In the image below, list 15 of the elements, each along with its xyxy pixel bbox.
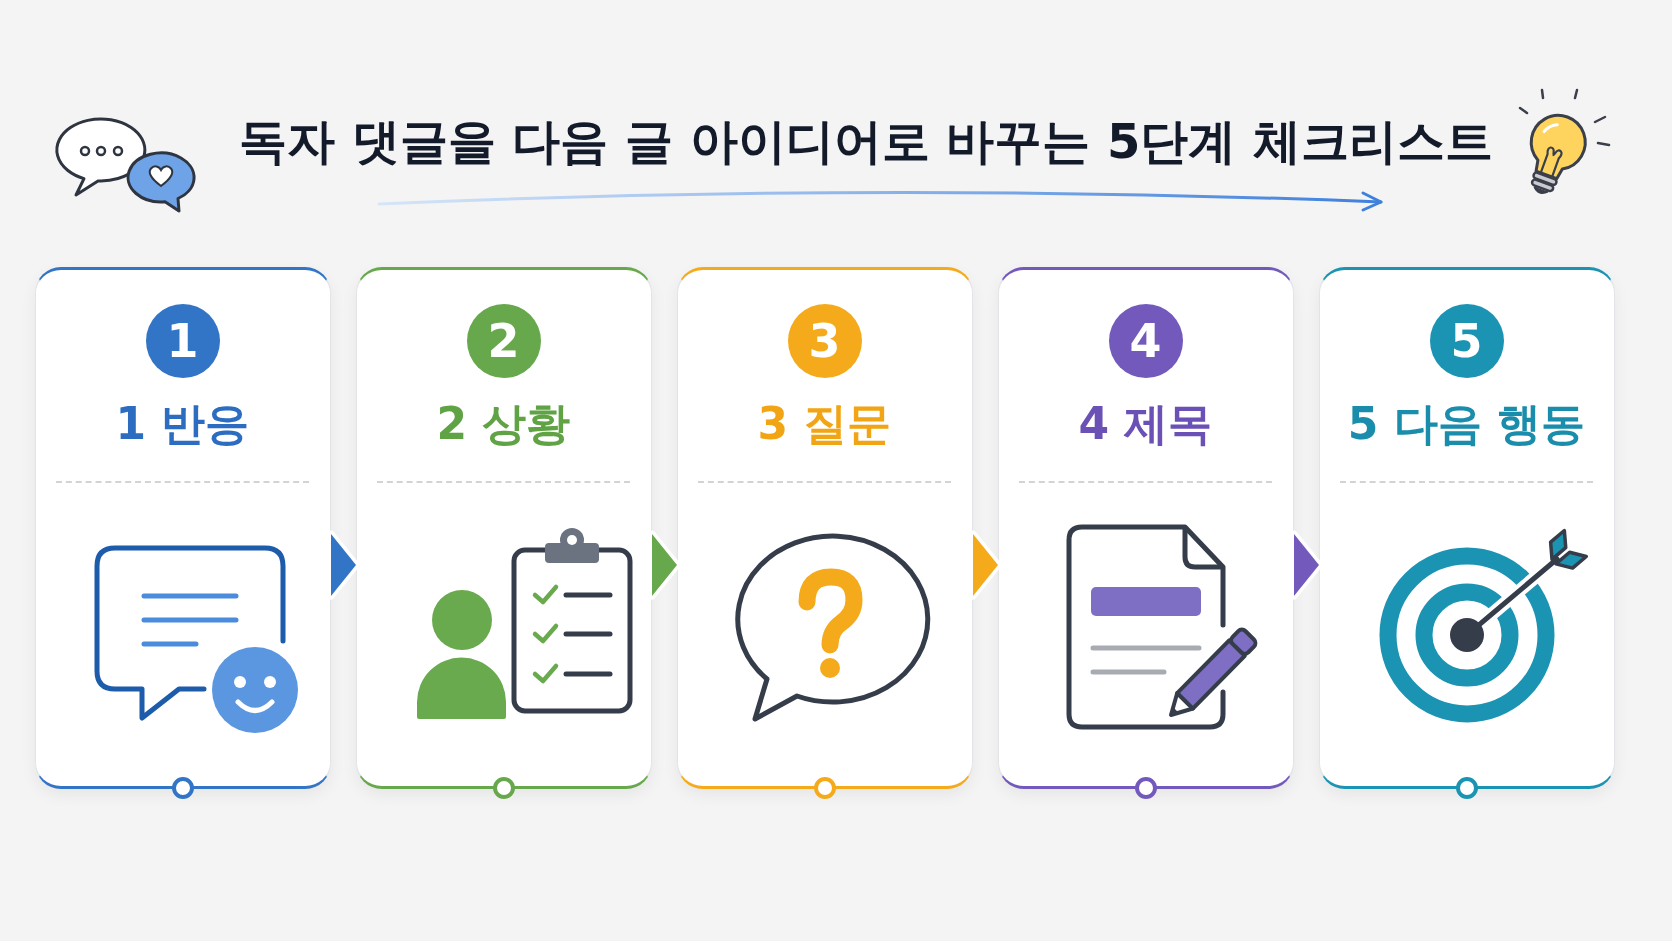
step-title: 4 제목	[1078, 398, 1213, 450]
number-badge: 1	[145, 304, 220, 378]
number-badge: 2	[466, 304, 541, 378]
chevron-arrow	[969, 530, 1002, 600]
number-badge: 4	[1108, 304, 1183, 378]
number-badge: 5	[1429, 304, 1504, 378]
step-title: 3 질문	[757, 398, 892, 450]
step-title: 2 상황	[436, 398, 571, 450]
chevron-arrow	[648, 530, 681, 600]
number-badge: 3	[787, 304, 862, 378]
step-title: 5 다음 행동	[1347, 398, 1586, 450]
chevron-arrow	[1290, 530, 1323, 600]
step-title: 1 반응	[115, 398, 250, 450]
title: 독자 댓글을 다음 글 아이디어로 바꾸는 5단계 체크리스트	[238, 112, 1494, 171]
chevron-arrow	[327, 530, 360, 600]
